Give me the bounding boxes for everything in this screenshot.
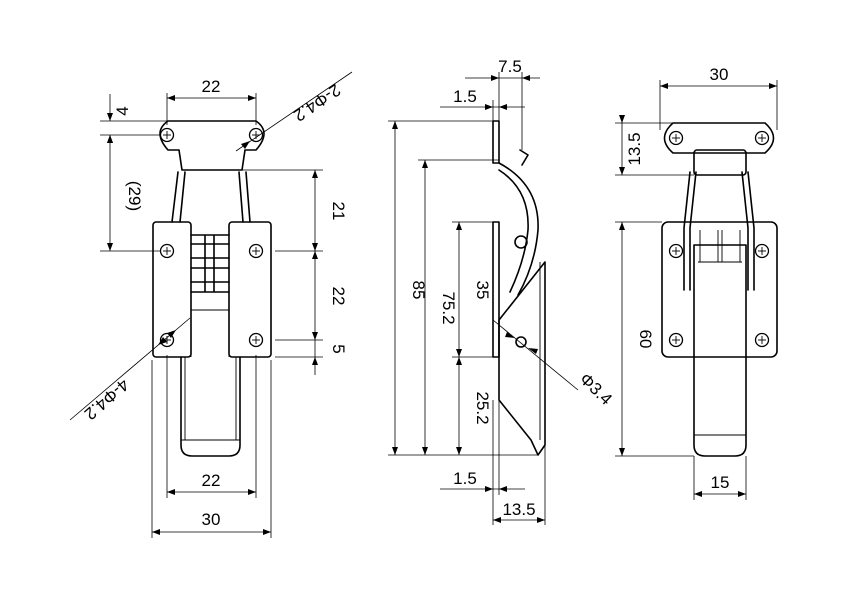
right-keeper-screw-right xyxy=(754,130,770,146)
front-wire-loop xyxy=(171,171,251,223)
side-pivot-upper xyxy=(514,235,528,249)
side-dim-top-thickness-label: 1.5 xyxy=(453,87,477,106)
front-dim-base-holes-label: 4-Φ4.2 xyxy=(81,375,133,424)
right-dim-bottom-width: 15 xyxy=(693,456,747,500)
side-dim-pivot-hole-label: Φ3.4 xyxy=(576,369,616,409)
right-dim-bottom-width-label: 15 xyxy=(711,473,730,492)
front-dim-top-offset-label: 4 xyxy=(113,106,132,115)
side-dim-top-thickness: 1.5 xyxy=(440,87,525,121)
right-wire-loop xyxy=(683,171,755,291)
side-dim-height-25-label: 25.2 xyxy=(473,391,492,424)
right-base-screw-tl xyxy=(668,243,684,259)
front-dim-top-holes: 2-Φ4.2 xyxy=(235,71,353,152)
front-dim-base-holes: 4-Φ4.2 xyxy=(69,317,191,424)
right-dim-top-width-label: 30 xyxy=(710,65,729,84)
side-lever xyxy=(498,261,546,456)
front-dim-bottom-outer-label: 30 xyxy=(202,510,221,529)
side-dim-overall-height-label: 85 xyxy=(409,281,428,300)
side-dim-height-35: 35 xyxy=(452,221,493,358)
side-dim-height-75-label: 75.2 xyxy=(439,291,458,324)
front-dim-span-lower-label: 5 xyxy=(329,344,348,353)
right-base-screw-tr xyxy=(754,243,770,259)
side-dim-bottom-thickness-label: 1.5 xyxy=(453,469,477,488)
right-dim-top-width: 30 xyxy=(659,65,778,130)
front-hinge xyxy=(190,234,230,293)
side-dim-bottom-thickness: 1.5 xyxy=(440,400,525,525)
front-dim-span-upper-label: 21 xyxy=(329,202,348,221)
front-dim-top-width-label: 22 xyxy=(202,77,221,96)
front-keeper-screw-left xyxy=(159,127,175,143)
side-dim-bottom-depth-label: 13.5 xyxy=(502,500,535,519)
side-dim-pivot-hole: Φ3.4 xyxy=(492,319,616,409)
right-lever xyxy=(693,244,747,457)
side-dim-bottom-depth: 13.5 xyxy=(493,445,546,525)
front-lever xyxy=(180,356,241,457)
front-dim-bottom-inner-label: 22 xyxy=(202,471,221,490)
side-dim-height-25: 25.2 xyxy=(456,357,492,455)
front-keeper-plate xyxy=(159,120,265,171)
right-keeper-plate xyxy=(663,122,775,154)
side-view: 7.5 1.5 85 75.2 35 xyxy=(388,57,616,525)
front-dim-hinge-height-label: (29) xyxy=(125,181,144,211)
front-dim-top-width: 22 xyxy=(166,77,257,125)
front-dim-right-chain: 21 22 5 xyxy=(242,169,348,375)
front-view: 22 4 (29) 2-Φ4.2 xyxy=(69,71,353,538)
side-pivot-lower xyxy=(515,336,527,348)
front-base-screw-tl xyxy=(159,243,175,259)
right-keeper-screw-left xyxy=(668,130,684,146)
side-keeper xyxy=(492,120,500,164)
side-dim-height-35-label: 35 xyxy=(473,281,492,300)
front-dim-span-middle-label: 22 xyxy=(329,287,348,306)
right-base-screw-br xyxy=(754,332,770,348)
side-hook-wire xyxy=(498,149,539,296)
front-base-plate-right xyxy=(228,221,272,358)
right-dim-top-height: 13.5 xyxy=(615,115,694,176)
front-base-screw-tr xyxy=(248,243,264,259)
side-dim-overall-height: 85 xyxy=(388,120,538,456)
right-view: 30 13.5 60 15 xyxy=(615,65,778,500)
right-base-screw-bl xyxy=(668,332,684,348)
front-dim-hinge-height: (29) xyxy=(100,135,160,252)
front-keeper-screw-right xyxy=(248,127,264,143)
right-dim-top-height-label: 13.5 xyxy=(625,132,644,165)
right-keeper-block xyxy=(693,149,747,176)
right-dim-base-height-label: 60 xyxy=(636,330,655,349)
side-dim-hook-width-label: 7.5 xyxy=(498,57,522,76)
front-dim-top-holes-label: 2-Φ4.2 xyxy=(290,80,344,125)
front-dim-bottom-inner: 22 xyxy=(166,355,257,498)
front-base-plate-left xyxy=(152,221,192,358)
right-dim-base-height: 60 xyxy=(615,221,694,457)
right-base-plate xyxy=(661,221,778,358)
front-dim-bottom-outer: 30 xyxy=(151,360,272,538)
side-dim-hook-width: 7.5 xyxy=(465,57,540,150)
side-base-plate xyxy=(492,221,500,358)
side-dim-height-75: 75.2 xyxy=(418,159,499,455)
front-base-screw-br xyxy=(248,332,264,348)
